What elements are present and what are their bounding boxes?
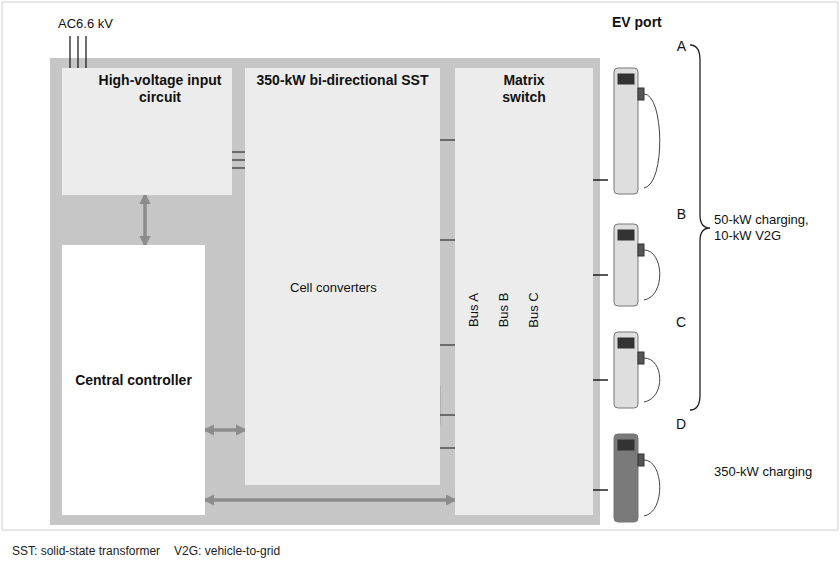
- footnote: V2G: vehicle-to-grid: [174, 543, 280, 559]
- charger-cable: [644, 250, 660, 300]
- charger-screen: [618, 338, 634, 348]
- charger-holster: [638, 244, 644, 256]
- output-wire: [593, 379, 608, 380]
- bus-label: Bus A: [466, 291, 482, 329]
- charger-body: [614, 332, 638, 408]
- output-wire: [593, 274, 608, 275]
- equipment-housing: [50, 58, 600, 525]
- ev-port-heading: EV port: [612, 14, 662, 30]
- box-title: Matrix switch: [485, 72, 563, 106]
- charger-holster: [638, 352, 644, 364]
- control-link-arrow: [205, 498, 455, 502]
- port-group-label: 50-kW charging, 10-kW V2G: [714, 212, 829, 244]
- figure-frame: [2, 2, 838, 530]
- port-letter: B: [677, 206, 686, 223]
- charger-screen: [618, 440, 634, 450]
- ev-port: D: [608, 416, 690, 526]
- bus-label: Bus C: [526, 290, 542, 329]
- output-wire: [593, 489, 608, 490]
- charger-holster: [638, 88, 644, 100]
- port-letter: D: [676, 416, 686, 433]
- charger-cable: [644, 94, 660, 188]
- voltage-label: AC6.6 kV: [58, 16, 113, 32]
- ev-port: C: [608, 314, 690, 412]
- charger-cable: [644, 460, 660, 516]
- footnote: SST: solid-state transformer: [12, 543, 160, 559]
- bus-label: Bus B: [496, 291, 512, 330]
- charger-screen: [618, 74, 634, 84]
- output-wire: [593, 179, 608, 180]
- callout-label: Cell converters: [290, 280, 377, 296]
- port-group-label: 350-kW charging: [714, 464, 834, 480]
- box-title: Central controller: [75, 372, 192, 389]
- charger-body: [614, 434, 638, 522]
- port-letter: C: [676, 314, 686, 331]
- charger-cable: [644, 358, 660, 402]
- charger-body: [614, 224, 638, 306]
- input-circuit-panel: High-voltage input circuit: [62, 68, 232, 195]
- sst-panel: 350-kW bi-directional SST: [245, 68, 440, 485]
- control-link-arrow: [205, 428, 245, 432]
- control-link-arrow: [143, 195, 147, 245]
- charger-body: [614, 68, 638, 194]
- ev-port: B: [608, 206, 690, 310]
- brace: [690, 45, 710, 410]
- ev-port: A: [608, 38, 690, 198]
- charger-holster: [638, 454, 644, 466]
- box-title: 350-kW bi-directional SST: [251, 72, 434, 89]
- charger-screen: [618, 230, 634, 240]
- central-controller-box: Central controller: [62, 245, 205, 515]
- box-title: High-voltage input circuit: [92, 72, 228, 106]
- port-letter: A: [677, 38, 686, 55]
